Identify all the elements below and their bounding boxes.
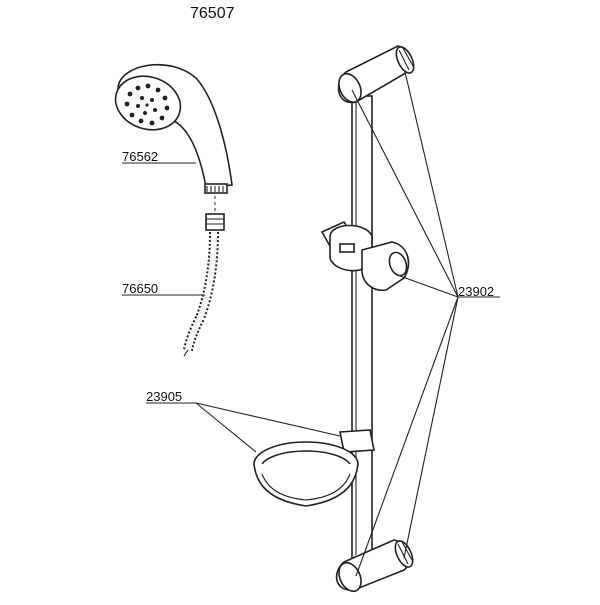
leader-lines (122, 71, 500, 577)
soap-dish-part-number: 23905 (146, 389, 183, 404)
hose-part-number: 76650 (122, 281, 159, 296)
soap-dish-drawing (253, 441, 359, 507)
assembly-number: 76507 (190, 5, 235, 22)
rail-parts-part-number: 23902 (458, 284, 495, 299)
hose-drawing (183, 213, 225, 357)
shower-head-drawing (114, 63, 233, 194)
shower-head-part-number: 76562 (122, 149, 159, 164)
slide-rail-drawing (320, 45, 415, 593)
